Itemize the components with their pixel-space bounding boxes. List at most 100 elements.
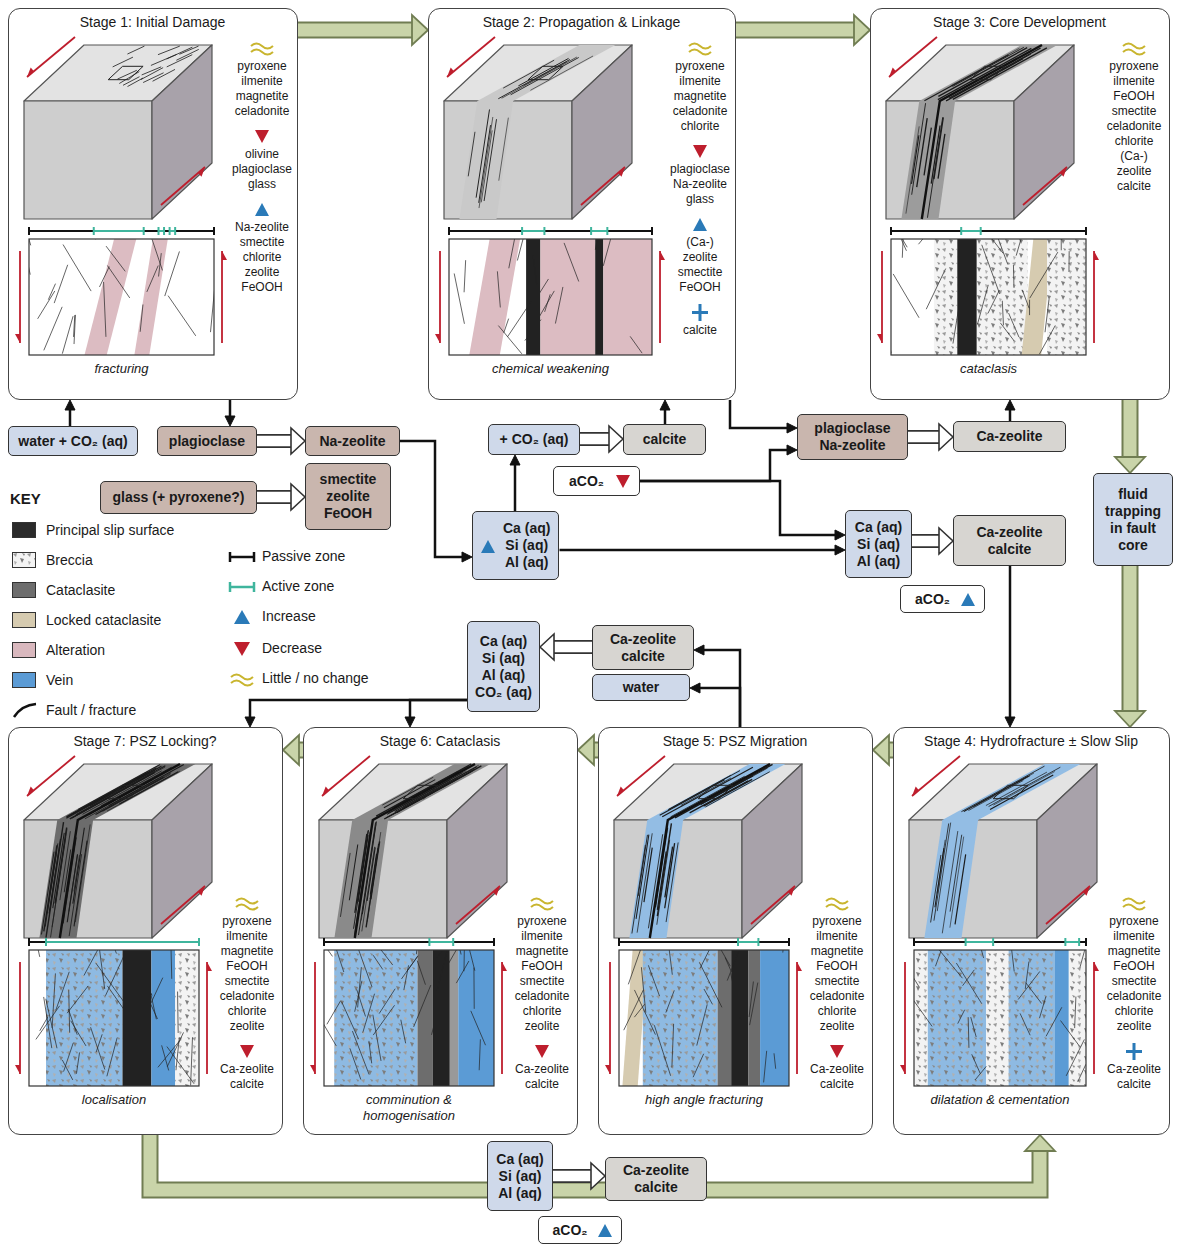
legend-symbol	[228, 548, 256, 566]
arrow-head	[291, 484, 305, 510]
fracture	[356, 950, 372, 987]
slip-arrow-head	[889, 67, 896, 77]
fracture	[106, 246, 125, 271]
arrow-shaft	[699, 688, 740, 727]
increase-symbol	[598, 1224, 612, 1237]
no-change-symbol	[531, 905, 553, 910]
fracture	[107, 1038, 117, 1077]
reaction-arrow	[553, 1163, 605, 1189]
fracture	[1046, 1007, 1062, 1036]
reaction-box: smectite zeolite FeOOH	[305, 463, 391, 530]
arrow-head	[609, 426, 623, 452]
reaction-arrow	[580, 426, 623, 452]
plus-symbol	[1133, 1043, 1136, 1060]
slip-arrow-head	[222, 251, 227, 260]
passive-zone-bar	[890, 227, 892, 235]
slip-arrow-head	[15, 334, 20, 343]
reaction-box: Ca-zeolite calcite	[605, 1157, 707, 1201]
arrow-head	[835, 530, 845, 540]
fracture	[437, 950, 460, 958]
legend-label: Breccia	[46, 552, 93, 569]
fracture	[891, 239, 907, 247]
arrow-head	[65, 400, 75, 410]
stage-flow-arrow	[283, 735, 303, 765]
box-label: fluid trapping in fault core	[1101, 486, 1165, 554]
transfer-arrow	[225, 400, 235, 426]
reaction-box: water + CO₂ (aq)	[8, 426, 138, 456]
fault-zone	[924, 820, 978, 938]
box-label: Ca (aq)	[480, 633, 527, 650]
box-label: Al (aq)	[857, 553, 901, 570]
fracture	[697, 1005, 707, 1046]
increase-symbol	[481, 540, 495, 553]
arrow-shaft	[229, 400, 232, 417]
slip-arrow-head	[502, 962, 507, 971]
fracture	[1025, 962, 1029, 989]
fracture	[327, 1001, 341, 1024]
slip-arrow	[19, 251, 21, 343]
active-zone-bar	[452, 938, 454, 946]
fracture	[525, 320, 541, 341]
fault-strand	[82, 771, 161, 814]
fracture	[509, 239, 516, 268]
fault-strand	[518, 58, 568, 85]
no-change-symbol	[231, 675, 253, 680]
strip-outline	[29, 239, 214, 355]
fracture	[1030, 252, 1058, 298]
fracture	[977, 285, 988, 325]
box-label: plagioclase Na-zeolite	[805, 420, 900, 454]
no-change-symbol	[251, 44, 273, 49]
arrow-head	[660, 400, 670, 410]
sample-box	[970, 66, 1005, 79]
fracture	[105, 952, 125, 996]
active-zone-symbol	[230, 586, 254, 589]
block-front	[614, 820, 742, 938]
legend-swatch	[12, 612, 36, 628]
fracture	[1009, 950, 1014, 972]
slip-arrow	[447, 37, 495, 77]
fracture	[150, 1002, 158, 1019]
fault-strand	[499, 118, 509, 181]
legend-label: Increase	[262, 608, 316, 625]
no-change-symbol	[826, 899, 848, 904]
change-symbol	[531, 899, 553, 910]
fracture	[971, 1017, 976, 1037]
strip-ground	[449, 239, 652, 355]
arrow-shaft	[250, 700, 467, 718]
transfer-arrow	[510, 455, 520, 511]
transfer-arrow	[560, 545, 846, 555]
arrow-shaft	[560, 549, 837, 552]
active-zone-bar	[960, 227, 962, 235]
arrow-head	[690, 683, 700, 693]
arrow-shaft	[553, 642, 592, 653]
reaction-box: plagioclase	[157, 426, 257, 456]
fault-strand	[931, 855, 941, 923]
box-label: Si (aq)	[499, 1168, 542, 1185]
fracture	[432, 1001, 441, 1035]
active-zone-bar	[965, 938, 967, 946]
fracture	[1075, 997, 1076, 1029]
reaction-arrow	[257, 484, 305, 510]
fracture	[994, 239, 1008, 265]
strip-ground	[619, 950, 789, 1086]
mineral-list: Ca-zeolite calcite	[805, 1062, 869, 1092]
arrow-outline	[257, 434, 292, 448]
fracture	[417, 961, 425, 985]
mineral-list: olivine plagioclase glass	[230, 147, 294, 192]
zone-band	[334, 950, 417, 1086]
arrow-head	[939, 424, 953, 450]
arrow-head	[1115, 711, 1145, 727]
fracture	[737, 1058, 739, 1083]
block-front	[909, 820, 1037, 938]
no-change-symbol	[231, 681, 253, 686]
fracture	[145, 990, 150, 1010]
reaction-box: + CO₂ (aq)	[488, 424, 580, 455]
fault-strand	[340, 853, 350, 917]
fracture	[98, 950, 105, 989]
fault-strand	[498, 60, 570, 99]
slip-arrow	[659, 251, 661, 343]
arrow-outline	[553, 1169, 592, 1183]
fracture	[373, 1015, 381, 1061]
arrow-outline	[553, 640, 592, 654]
fracture	[1016, 239, 1021, 255]
